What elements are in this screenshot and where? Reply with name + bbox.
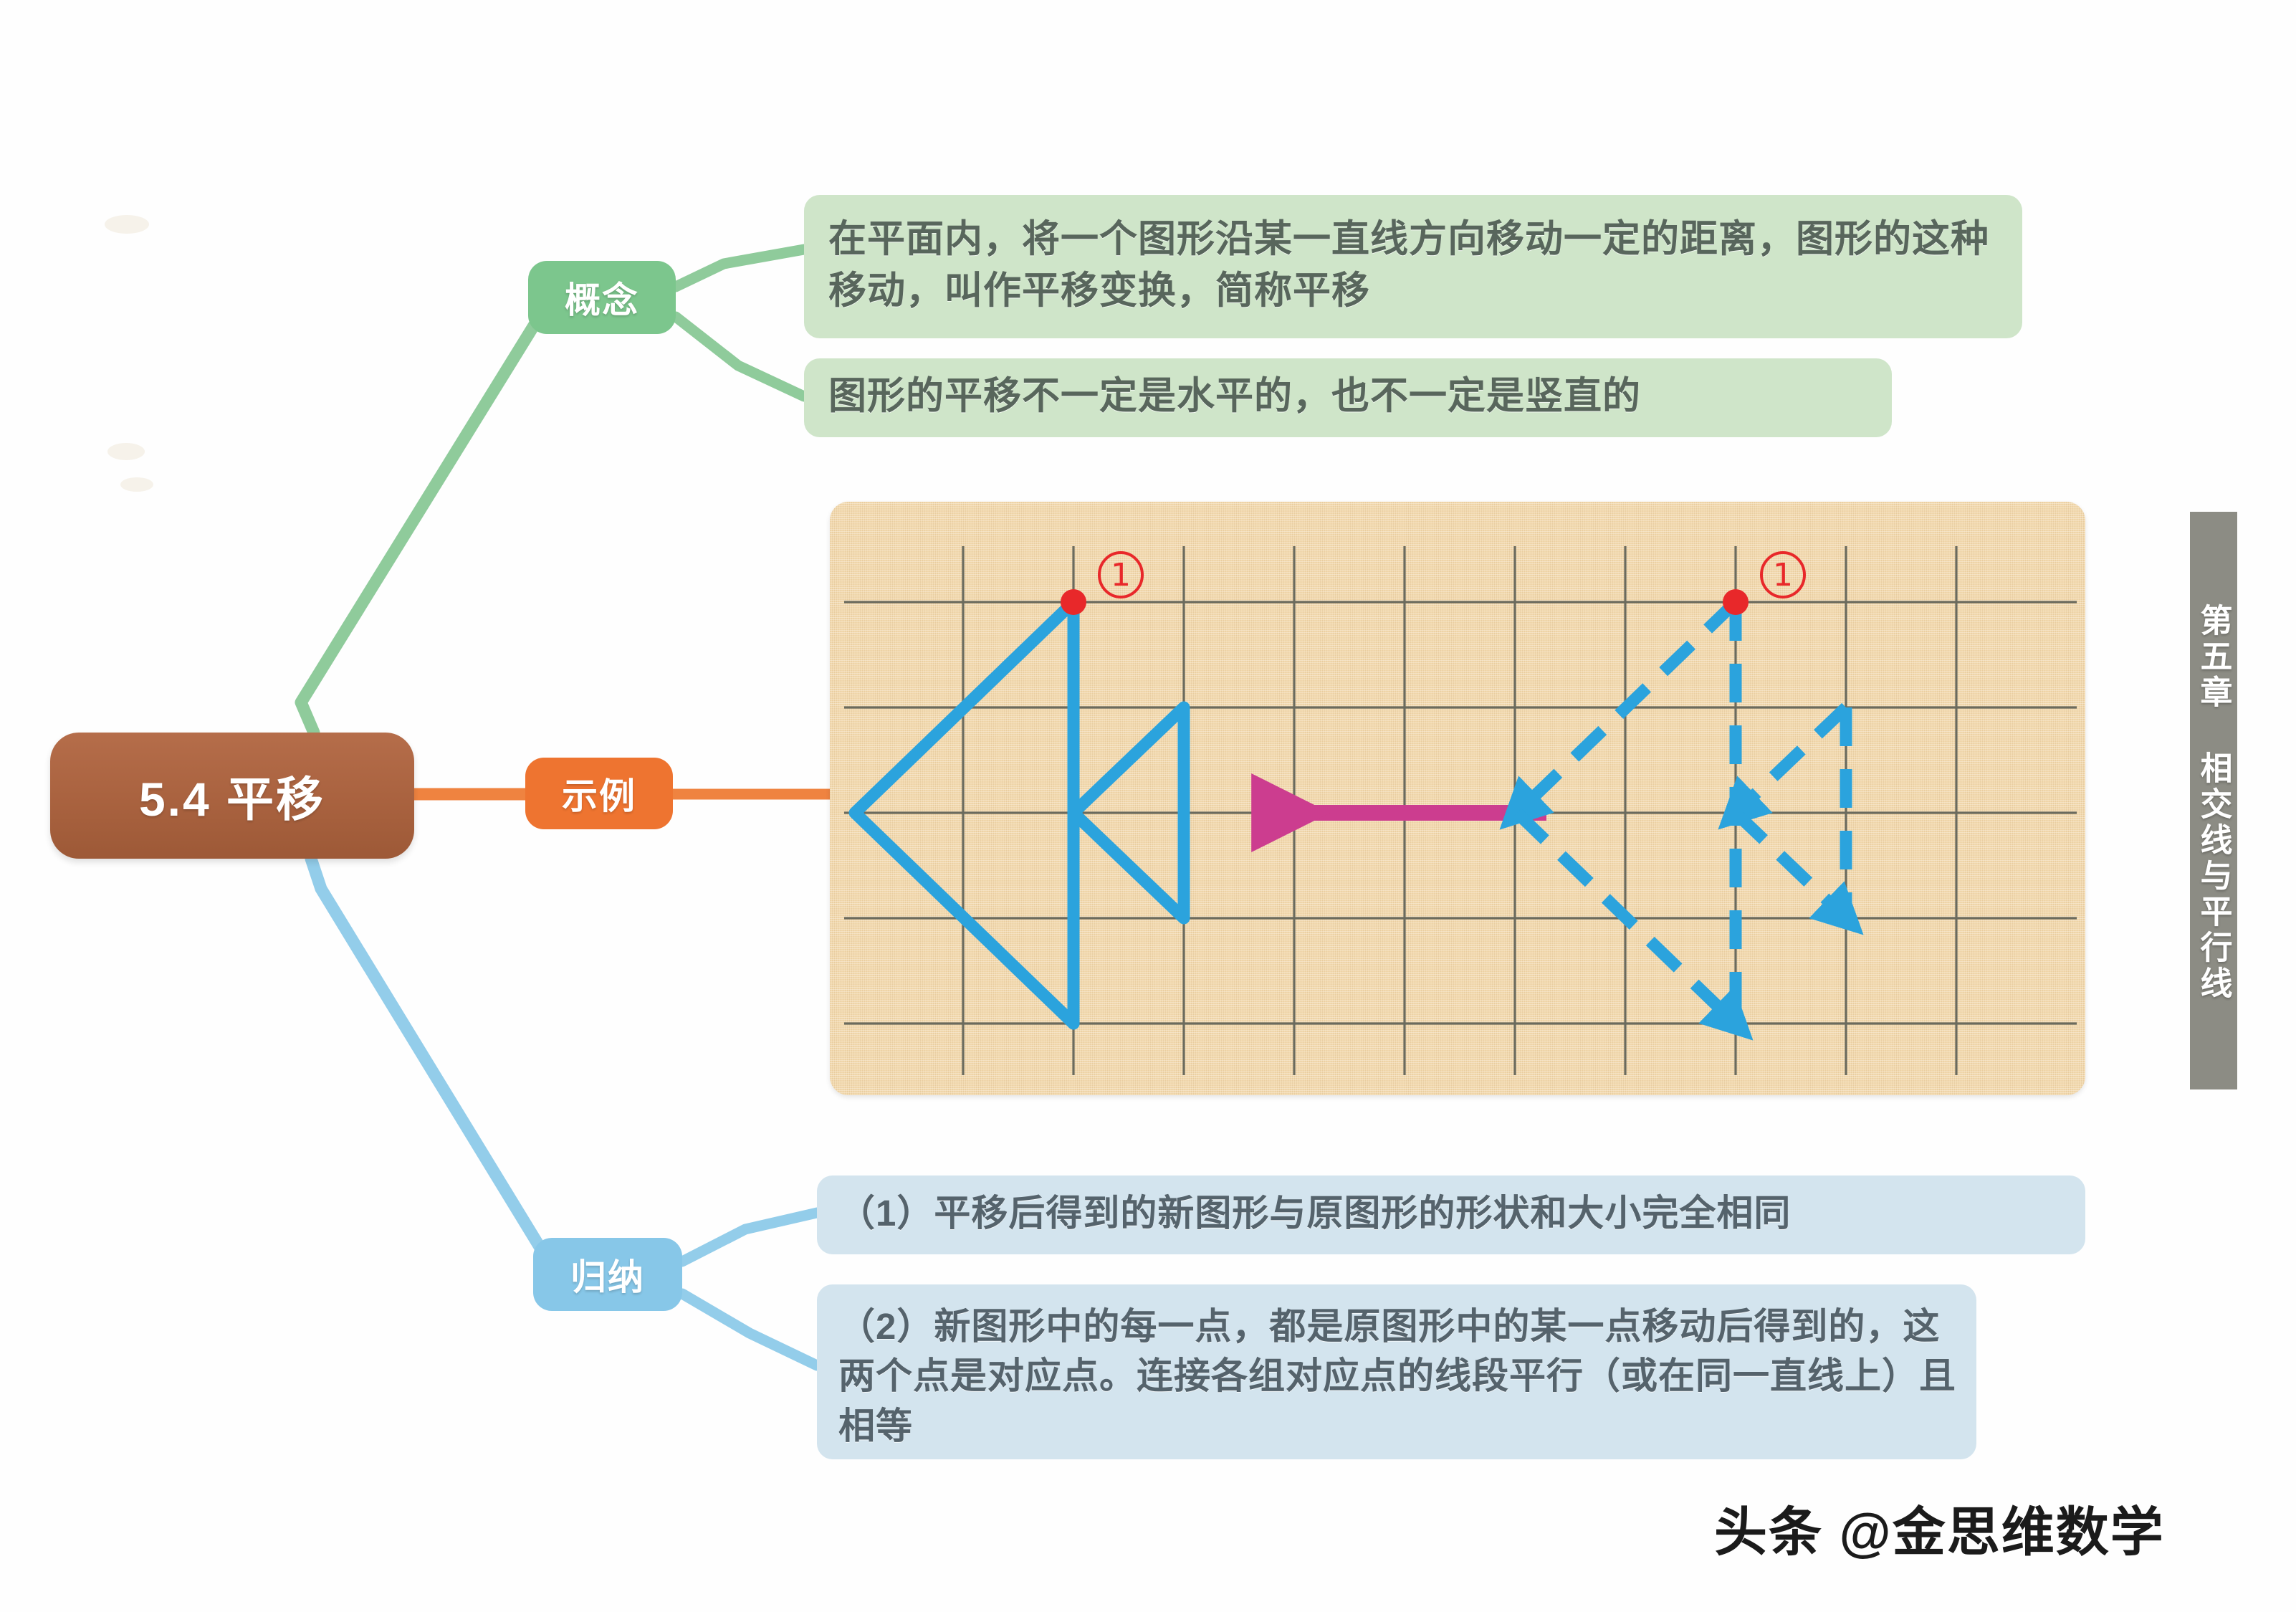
translated-point-label: 1: [1773, 557, 1793, 593]
root-topic-node[interactable]: 5.4 平移: [50, 733, 414, 859]
branch-label-concept: 概念: [565, 280, 639, 320]
paper-smudge: [105, 215, 149, 234]
original-figure: [848, 596, 1190, 1030]
connector-summary-card1: [676, 1207, 823, 1267]
summary-card-1-text: （1）平移后得到的新图形与原图形的形状和大小完全相同: [838, 1193, 1792, 1234]
translation-figure-svg: 1 1: [844, 546, 2077, 1075]
concept-card-2: 图形的平移不一定是水平的，也不一定是竖直的: [804, 358, 1892, 437]
paper-smudge: [107, 443, 145, 460]
concept-card-1-text: 在平面内，将一个图形沿某一直线方向移动一定的距离，图形的这种移动，叫作平移变换，…: [828, 217, 1989, 312]
original-marked-point: [1061, 589, 1086, 615]
root-topic-label: 5.4 平移: [138, 773, 326, 826]
chapter-side-tab: 第五章 相交线与平行线: [2190, 512, 2237, 1089]
translated-marked-point: [1723, 589, 1749, 615]
connector-concept-card2: [670, 311, 810, 402]
summary-card-2-text: （2）新图形中的每一点，都是原图形中的某一点移动后得到的，这两个点是对应点。连接…: [838, 1306, 1957, 1446]
branch-label-example: 示例: [562, 776, 636, 816]
example-grid-panel: 1 1: [830, 502, 2085, 1095]
paper-smudge: [120, 477, 153, 492]
watermark: 头条 @金思维数学: [1714, 1489, 2165, 1566]
connector-concept-card1: [670, 244, 810, 292]
summary-card-2: （2）新图形中的每一点，都是原图形中的某一点移动后得到的，这两个点是对应点。连接…: [817, 1284, 1976, 1459]
connector-root-concept: [295, 302, 551, 739]
branch-node-example[interactable]: 示例: [525, 758, 673, 829]
translated-figure: [1499, 597, 1864, 1041]
branch-node-summary[interactable]: 归纳: [533, 1238, 682, 1311]
concept-card-2-text: 图形的平移不一定是水平的，也不一定是竖直的: [828, 374, 1641, 417]
translated-point-label-ring: [1760, 551, 1806, 598]
branch-node-concept[interactable]: 概念: [528, 261, 676, 334]
summary-card-1: （1）平移后得到的新图形与原图形的形状和大小完全相同: [817, 1175, 2085, 1254]
connector-root-summary: [305, 852, 573, 1297]
original-point-label: 1: [1111, 557, 1131, 593]
watermark-text: 头条 @金思维数学: [1714, 1502, 2165, 1562]
connector-summary-card2: [676, 1288, 823, 1371]
concept-card-1: 在平面内，将一个图形沿某一直线方向移动一定的距离，图形的这种移动，叫作平移变换，…: [804, 195, 2022, 338]
branch-label-summary: 归纳: [570, 1257, 645, 1297]
original-point-label-ring: [1098, 551, 1144, 598]
chapter-side-tab-label: 第五章 相交线与平行线: [2195, 604, 2232, 1002]
grid-horizontal-lines: [844, 601, 2077, 1025]
